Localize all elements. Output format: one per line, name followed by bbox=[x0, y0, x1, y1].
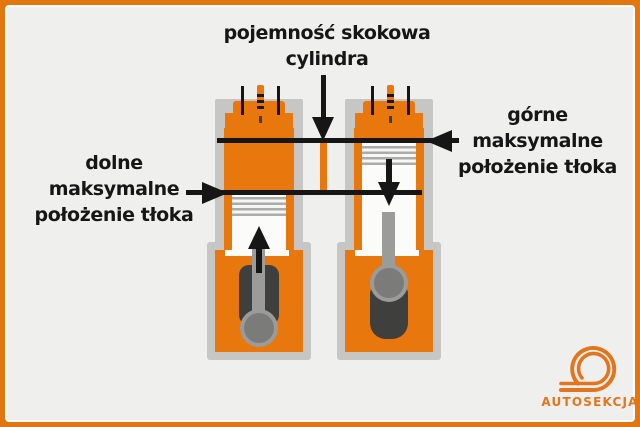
spiral-loop-icon bbox=[559, 346, 617, 392]
diagram-canvas: pojemność skokowa cylindra dolne maksyma… bbox=[5, 5, 637, 422]
tdc-label: górne maksymalne położenie tłoka bbox=[450, 102, 625, 180]
title-line-1: pojemność skokowa bbox=[223, 22, 431, 44]
cylinder-wall-left-engine bbox=[294, 127, 303, 250]
spark-plug-electrode bbox=[259, 116, 262, 123]
displacement-arrowhead-icon bbox=[312, 117, 334, 141]
bdc-label-line-3: położenie tłoka bbox=[34, 204, 194, 226]
bdc-label-line-1: dolne bbox=[85, 152, 143, 174]
cylinder-liner-right-engine bbox=[354, 128, 362, 250]
displacement-arrow-shaft bbox=[321, 75, 326, 123]
cylinder-wall-right-engine bbox=[345, 127, 354, 250]
valve-stem-icon bbox=[241, 86, 244, 115]
stroke-distance-marker bbox=[320, 141, 327, 194]
piston-up-arrow-shaft bbox=[256, 247, 262, 273]
tdc-line bbox=[217, 138, 459, 143]
piston-down-arrow-shaft bbox=[386, 159, 392, 185]
bdc-arrowhead-icon bbox=[202, 181, 228, 204]
bdc-line bbox=[186, 190, 422, 195]
crankshaft-pin-left-engine bbox=[244, 313, 274, 343]
crankshaft-pin-right-engine bbox=[374, 268, 404, 298]
spark-plug-icon bbox=[257, 85, 264, 117]
cylinder-wall-right-engine bbox=[424, 127, 433, 250]
bdc-label-line-2: maksymalne bbox=[48, 178, 180, 200]
valve-stem-icon bbox=[277, 86, 280, 115]
title-line-2: cylindra bbox=[285, 48, 369, 70]
piston-up-arrow bbox=[248, 226, 270, 249]
tdc-arrowhead-icon bbox=[426, 129, 452, 152]
cylinder-liner-right-engine bbox=[416, 128, 424, 250]
title-label: pojemność skokowa cylindra bbox=[172, 20, 482, 72]
valve-stem-icon bbox=[407, 86, 410, 115]
bdc-label: dolne maksymalne położenie tłoka bbox=[24, 150, 204, 228]
tdc-label-line-3: położenie tłoka bbox=[458, 156, 617, 178]
spark-plug-icon bbox=[387, 85, 394, 117]
piston-rings-right-engine bbox=[362, 146, 416, 165]
connecting-rod-right-engine bbox=[382, 212, 395, 282]
tdc-label-line-1: górne bbox=[507, 104, 568, 126]
tdc-label-line-2: maksymalne bbox=[472, 130, 603, 152]
spark-plug-electrode bbox=[389, 116, 392, 123]
piston-rings-left-engine bbox=[232, 197, 286, 216]
valve-stem-icon bbox=[371, 86, 374, 115]
logo-text: AUTOSEKCJA bbox=[541, 395, 639, 409]
